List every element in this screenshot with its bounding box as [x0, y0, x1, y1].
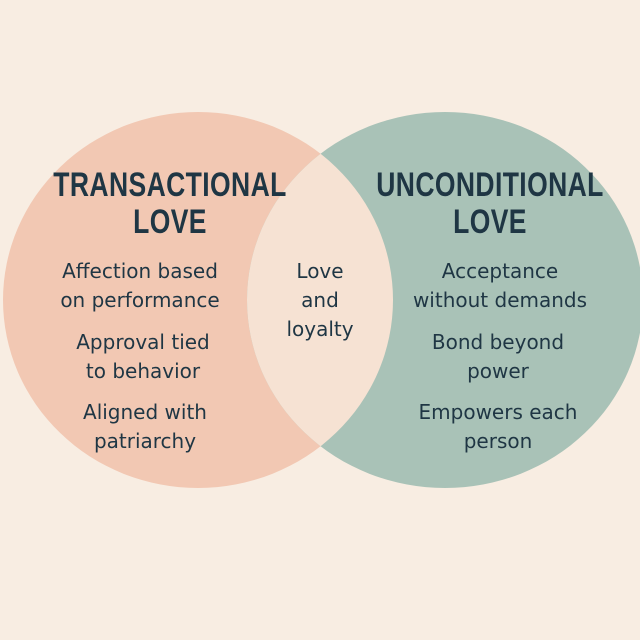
item-line: Bond beyond: [431, 330, 565, 354]
unconditional-love-title: UNCONDITIONAL LOVE: [373, 167, 607, 241]
item-line: patriarchy: [93, 429, 197, 453]
left-item: Approval tied to behavior: [43, 328, 243, 386]
item-line: person: [463, 429, 533, 453]
item-line: Affection based: [62, 259, 218, 283]
item-line: Acceptance: [441, 259, 559, 283]
left-item: Aligned with patriarchy: [45, 398, 245, 456]
title-line: LOVE: [133, 203, 207, 241]
item-line: on performance: [60, 288, 220, 312]
title-line: TRANSACTIONAL: [53, 166, 287, 204]
overlap-line: loyalty: [286, 317, 354, 341]
overlap-region: [247, 112, 393, 488]
title-line: UNCONDITIONAL: [376, 166, 604, 204]
overlap-line: Love: [296, 259, 344, 283]
item-line: to behavior: [85, 359, 201, 383]
right-item: Empowers each person: [398, 398, 598, 456]
item-line: Aligned with: [83, 400, 207, 424]
item-line: without demands: [412, 288, 588, 312]
left-item: Affection based on performance: [40, 257, 240, 315]
right-item: Acceptance without demands: [400, 257, 600, 315]
overlap-line: and: [301, 288, 339, 312]
title-line: LOVE: [453, 203, 527, 241]
overlap-text: Love and loyalty: [260, 257, 380, 344]
right-item: Bond beyond power: [398, 328, 598, 386]
item-line: Empowers each: [418, 400, 578, 424]
item-line: Approval tied: [76, 330, 210, 354]
transactional-love-title: TRANSACTIONAL LOVE: [53, 167, 287, 241]
item-line: power: [467, 359, 529, 383]
